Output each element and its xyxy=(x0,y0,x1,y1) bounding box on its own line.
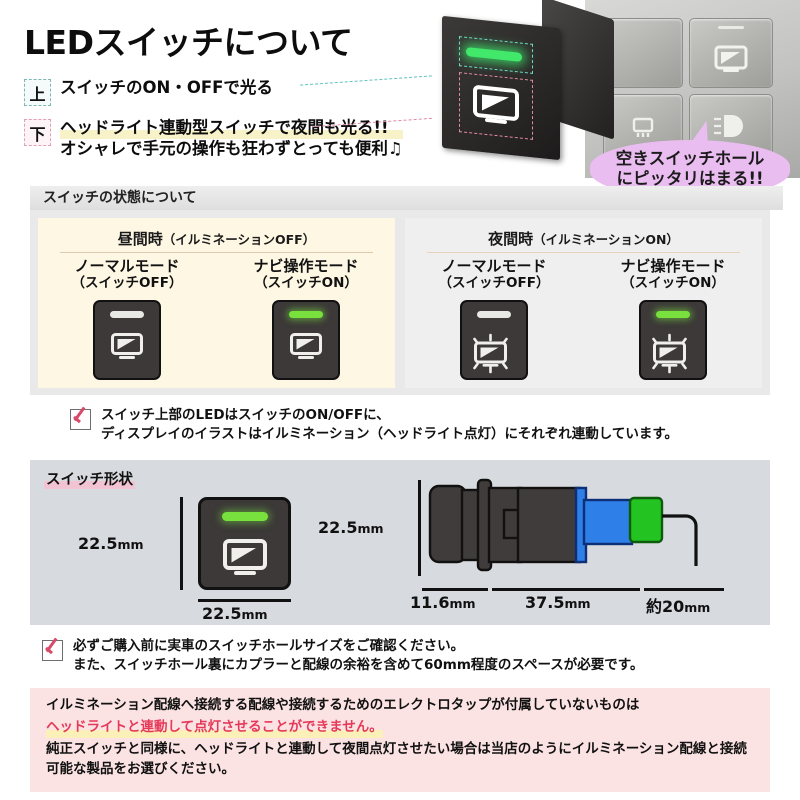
warning-box: イルミネーション配線へ接続する配線や接続するためのエレクトロタップが付属していな… xyxy=(30,688,770,792)
dim-line-front-width xyxy=(198,599,291,602)
bullet-row-bottom: 下 ヘッドライト連動型スイッチで夜間も光る!! オシャレで手元の操作も狂わずとっ… xyxy=(24,118,403,160)
monitor-icon-wrap xyxy=(222,538,268,582)
monitor-icon xyxy=(290,333,322,360)
warning-paragraph2: 純正スイッチと同様に、ヘッドライトと連動して夜間点灯させたい場合は当店のようにイ… xyxy=(46,741,747,777)
state-note-line1: スイッチ上部のLEDはスイッチのON/OFFに、 xyxy=(101,407,390,423)
warning-line2-red: ヘッドライトと連動して点灯させることができません。 xyxy=(46,717,383,738)
led-bar-on xyxy=(656,311,690,319)
mode-daytime-normal: ノーマルモード （スイッチOFF） xyxy=(38,257,216,381)
monitor-icon xyxy=(111,333,143,360)
switch-tile xyxy=(460,300,528,381)
dim-line-front-height xyxy=(180,497,183,590)
bullet-row-top: 上 スイッチのON・OFFで光る xyxy=(24,78,273,106)
bullet-text-bottom-line2: オシャレで手元の操作も狂わずとっても便利♫ xyxy=(60,138,403,158)
monitor-icon-wrap xyxy=(473,332,515,379)
led-bar-on xyxy=(289,311,323,319)
switch-front-view xyxy=(198,497,291,590)
warning-line1: イルミネーション配線へ接続する配線や接続するためのエレクトロタップが付属していな… xyxy=(46,697,640,713)
dim-side-height: 22.5mm xyxy=(318,518,384,537)
daytime-title: 昼間時（イルミネーションOFF） xyxy=(117,230,316,248)
monitor-icon-wrap xyxy=(289,332,323,365)
switch-tile xyxy=(93,300,161,381)
monitor-icon-glowing xyxy=(473,334,508,374)
led-bar-off xyxy=(477,311,511,319)
dim-line-depth-2 xyxy=(492,588,640,591)
dim-line-depth-1 xyxy=(422,588,488,591)
nighttime-title: 夜間時（イルミネーションON） xyxy=(488,230,679,248)
callout-line2: にピッタリはまる!! xyxy=(616,169,764,188)
dim-depth-2: 37.5mm xyxy=(525,593,591,612)
dim-front-width: 22.5mm xyxy=(202,604,268,623)
shape-section: スイッチ形状 22.5mm 22.5mm 22.5mm xyxy=(30,460,770,625)
switch-tile xyxy=(272,300,340,381)
purchase-note-line2: また、スイッチホール裏にカプラーと配線の余裕を含めて60mm程度のスペースが必要… xyxy=(73,657,644,674)
headlight-icon xyxy=(714,115,743,137)
mode-nighttime-normal: ノーマルモード （スイッチOFF） xyxy=(405,257,583,381)
monitor-icon-wrap xyxy=(110,332,144,365)
dim-front-height: 22.5mm xyxy=(78,534,144,553)
callout-line1: 空きスイッチホール xyxy=(615,149,765,169)
led-switch-product xyxy=(442,0,617,168)
state-panel-nighttime: 夜間時（イルミネーションON） ノーマルモード （スイッチOFF） xyxy=(405,218,762,388)
monitor-icon-wrap xyxy=(652,332,694,379)
bullet-text-bottom-line1: ヘッドライト連動型スイッチで夜間も光る!! xyxy=(60,118,403,139)
dim-line-side-height xyxy=(418,480,421,576)
switch-side-view xyxy=(428,478,698,572)
product-monitor-icon-wrap xyxy=(472,83,520,132)
leader-line-led xyxy=(300,75,432,86)
monitor-icon xyxy=(473,85,519,124)
purchase-note: 必ずご購入前に実車のスイッチホールサイズをご確認ください。 また、スイッチホール… xyxy=(42,637,643,675)
state-section-header: スイッチの状態について xyxy=(30,186,783,210)
state-table: 昼間時（イルミネーションOFF） ノーマルモード （スイッチOFF） xyxy=(30,210,770,395)
state-note-line2: ディスプレイのイラストはイルミネーション（ヘッドライト点灯）にそれぞれ連動してい… xyxy=(101,426,678,443)
state-note: スイッチ上部のLEDはスイッチのON/OFFに、 ディスプレイのイラストはイルミ… xyxy=(70,406,678,444)
dim-depth-3: 約20mm xyxy=(646,597,711,616)
dash-nav-button xyxy=(689,18,773,88)
switch-tile xyxy=(639,300,707,381)
led-bar-off xyxy=(110,311,144,319)
mode-nighttime-nav: ナビ操作モード （スイッチON） xyxy=(584,257,762,381)
led-bar-on xyxy=(221,512,268,521)
divider xyxy=(427,252,740,253)
bullet-text-top: スイッチのON・OFFで光る xyxy=(60,78,273,97)
monitor-icon xyxy=(714,45,748,72)
check-icon xyxy=(70,409,91,430)
defogger-icon xyxy=(632,117,654,137)
marker-shita: 下 xyxy=(24,119,51,146)
monitor-icon xyxy=(222,539,267,575)
state-panel-daytime: 昼間時（イルミネーションOFF） ノーマルモード （スイッチOFF） xyxy=(38,218,395,388)
page-title: LEDスイッチについて xyxy=(24,23,353,62)
divider xyxy=(60,252,373,253)
purchase-note-line1: 必ずご購入前に実車のスイッチホールサイズをご確認ください。 xyxy=(73,638,465,654)
shape-section-label: スイッチ形状 xyxy=(44,468,135,489)
dim-line-depth-3 xyxy=(644,588,724,591)
mode-daytime-nav: ナビ操作モード （スイッチON） xyxy=(217,257,395,381)
dim-depth-1: 11.6mm xyxy=(410,593,476,612)
check-icon xyxy=(42,640,63,661)
dash-led-bar xyxy=(718,26,744,29)
marker-ue: 上 xyxy=(24,79,51,106)
monitor-icon-glowing xyxy=(652,334,687,374)
